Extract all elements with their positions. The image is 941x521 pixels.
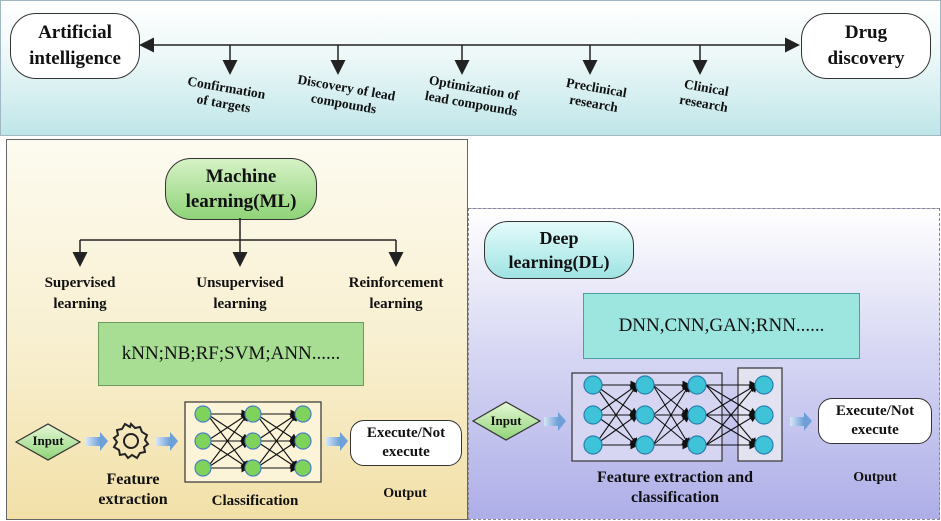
dl-feature-extraction-label: Feature extraction and classification: [596, 469, 754, 506]
dl-network-edges: [594, 380, 759, 450]
dl-blue-arrow-1: [544, 412, 566, 431]
deep-learning-title: Deep learning(DL): [484, 221, 634, 279]
dl-output-label: Output: [853, 470, 897, 485]
timeline-arrows: [139, 37, 800, 75]
ml-input-diamond: [14, 423, 82, 461]
ml-blue-arrow-2: [156, 432, 178, 451]
dl-blue-arrow-2: [790, 412, 812, 431]
supervised-learning-label: Supervised learning: [44, 275, 116, 312]
dl-network-nodes: [583, 375, 774, 455]
reinforcement-learning-label: Reinforcement learning: [348, 275, 444, 312]
dl-input-diamond: [471, 401, 542, 441]
ml-algorithms-box: kNN;NB;RF;SVM;ANN......: [98, 322, 364, 386]
gear-icon: [112, 422, 150, 460]
ml-input-label: Input: [32, 433, 64, 448]
dl-algorithms-box: DNN,CNN,GAN;RNN......: [583, 293, 860, 359]
ml-algorithms-text: kNN;NB;RF;SVM;ANN......: [121, 343, 341, 364]
dl-algorithms-text: DNN,CNN,GAN;RNN......: [618, 315, 825, 336]
dl-execute-box: Execute/Not execute: [818, 398, 932, 444]
ml-network-edges: [206, 409, 300, 473]
ml-blue-arrow-3: [326, 432, 348, 451]
unsupervised-learning-label: Unsupervised learning: [196, 275, 284, 312]
ml-blue-arrow-1: [86, 432, 108, 451]
ml-output-label: Output: [383, 486, 427, 501]
dl-input-label: Input: [490, 413, 522, 428]
top-banner: [0, 0, 941, 136]
machine-learning-title: Machine learning(ML): [165, 158, 317, 220]
ml-network-nodes: [194, 405, 312, 477]
drug-discovery-node: Drug discovery: [801, 13, 931, 79]
artificial-intelligence-node: Artificial intelligence: [10, 13, 140, 79]
ml-feature-extraction-label: Feature extraction: [98, 471, 168, 508]
ml-execute-box: Execute/Not execute: [350, 420, 462, 466]
ml-classification-label: Classification: [211, 493, 299, 509]
